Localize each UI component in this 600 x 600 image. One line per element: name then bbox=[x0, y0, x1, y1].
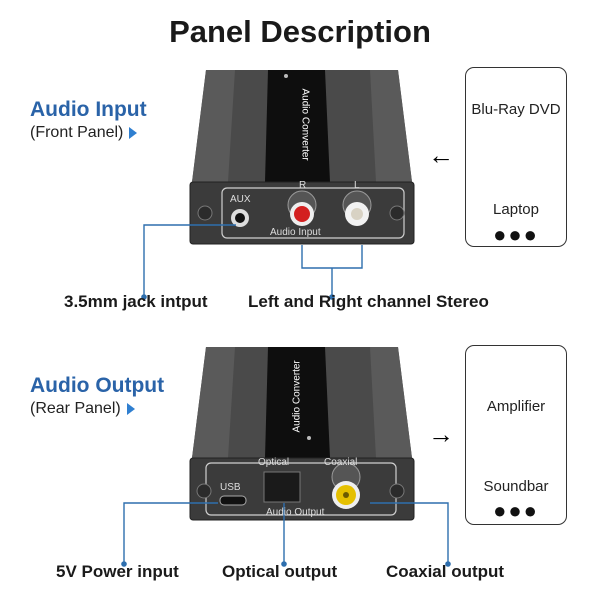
callout-optical-output: Optical output bbox=[222, 562, 338, 581]
coaxial-label: Coaxial bbox=[324, 457, 358, 468]
rear-callout-lines bbox=[123, 502, 449, 564]
card-item-laptop: Laptop bbox=[493, 201, 539, 218]
card-item-amplifier: Amplifier bbox=[486, 398, 546, 415]
arrow-right-icon: → bbox=[428, 419, 454, 449]
callout-power-input: 5V Power input bbox=[56, 562, 179, 581]
callout-aux-jack: 3.5mm jack intput bbox=[64, 292, 208, 311]
source-devices-card: Blu-Ray DVD Laptop ●●● bbox=[465, 67, 567, 247]
callout-line-coaxial bbox=[370, 502, 449, 564]
device-top-bevel-right bbox=[370, 347, 412, 458]
coaxial-pin bbox=[343, 492, 349, 498]
card-item-soundbar: Soundbar bbox=[483, 478, 549, 495]
target-devices-card: Amplifier Soundbar ●●● bbox=[465, 345, 567, 525]
output-subheading: (Rear Panel) bbox=[30, 400, 164, 418]
arrow-left-icon: ← bbox=[428, 140, 454, 170]
callout-line-usb bbox=[123, 502, 218, 564]
screw-icon bbox=[389, 483, 405, 499]
callout-dot bbox=[121, 561, 127, 567]
led-icon bbox=[284, 74, 288, 78]
front-panel-label: Audio Input bbox=[270, 227, 321, 238]
micro-usb-port bbox=[219, 495, 247, 506]
device-top-bevel-right bbox=[370, 70, 412, 182]
input-subheading-text: (Front Panel) bbox=[30, 124, 124, 141]
usb-label: USB bbox=[220, 482, 241, 493]
more-dots-icon: ●●● bbox=[493, 498, 539, 523]
callout-line-aux bbox=[143, 224, 236, 297]
output-heading: Audio Output bbox=[30, 374, 165, 397]
optical-label: Optical bbox=[258, 457, 290, 468]
input-subheading: (Front Panel) bbox=[30, 124, 147, 142]
device-label-strip bbox=[265, 347, 330, 458]
screw-icon bbox=[196, 483, 212, 499]
optical-port bbox=[263, 471, 301, 503]
left-channel-label: L bbox=[354, 180, 360, 191]
aux-jack-hole bbox=[235, 213, 245, 223]
triangle-pointer-icon bbox=[126, 402, 135, 415]
rca-right-center bbox=[294, 206, 310, 222]
input-heading: Audio Input bbox=[30, 98, 147, 121]
output-subheading-text: (Rear Panel) bbox=[30, 400, 121, 417]
output-section-header: Audio Output (Rear Panel) bbox=[30, 374, 164, 418]
front-device bbox=[189, 70, 415, 245]
callout-coaxial-output: Coaxial output bbox=[386, 562, 505, 581]
front-callout-lines bbox=[143, 224, 363, 297]
more-dots-icon: ●●● bbox=[493, 222, 539, 247]
rear-device bbox=[189, 347, 415, 521]
callout-dot bbox=[141, 294, 147, 300]
screw-icon bbox=[197, 205, 213, 221]
card-item-blu-ray: Blu-Ray DVD bbox=[471, 101, 561, 118]
callout-dot bbox=[281, 561, 287, 567]
device-label-strip bbox=[265, 70, 330, 182]
rear-panel-label: Audio Output bbox=[266, 507, 325, 518]
led-icon bbox=[307, 436, 311, 440]
device-top-bevel-left bbox=[192, 347, 235, 458]
callout-dot bbox=[445, 561, 451, 567]
callout-dot bbox=[329, 294, 335, 300]
screw-icon bbox=[389, 205, 405, 221]
callout-line-stereo-bracket bbox=[301, 245, 363, 269]
triangle-pointer-icon bbox=[129, 126, 138, 139]
rca-left-center bbox=[351, 208, 363, 220]
front-device-brand: Audio Converter bbox=[299, 88, 311, 161]
page-title: Panel Description bbox=[169, 14, 431, 49]
rear-device-brand: Audio Converter bbox=[291, 360, 303, 433]
right-channel-label: R bbox=[299, 180, 307, 191]
device-top-bevel-left bbox=[192, 70, 235, 182]
input-section-header: Audio Input (Front Panel) bbox=[30, 98, 147, 142]
aux-label: AUX bbox=[230, 194, 251, 205]
callout-stereo: Left and Right channel Stereo bbox=[248, 292, 489, 311]
